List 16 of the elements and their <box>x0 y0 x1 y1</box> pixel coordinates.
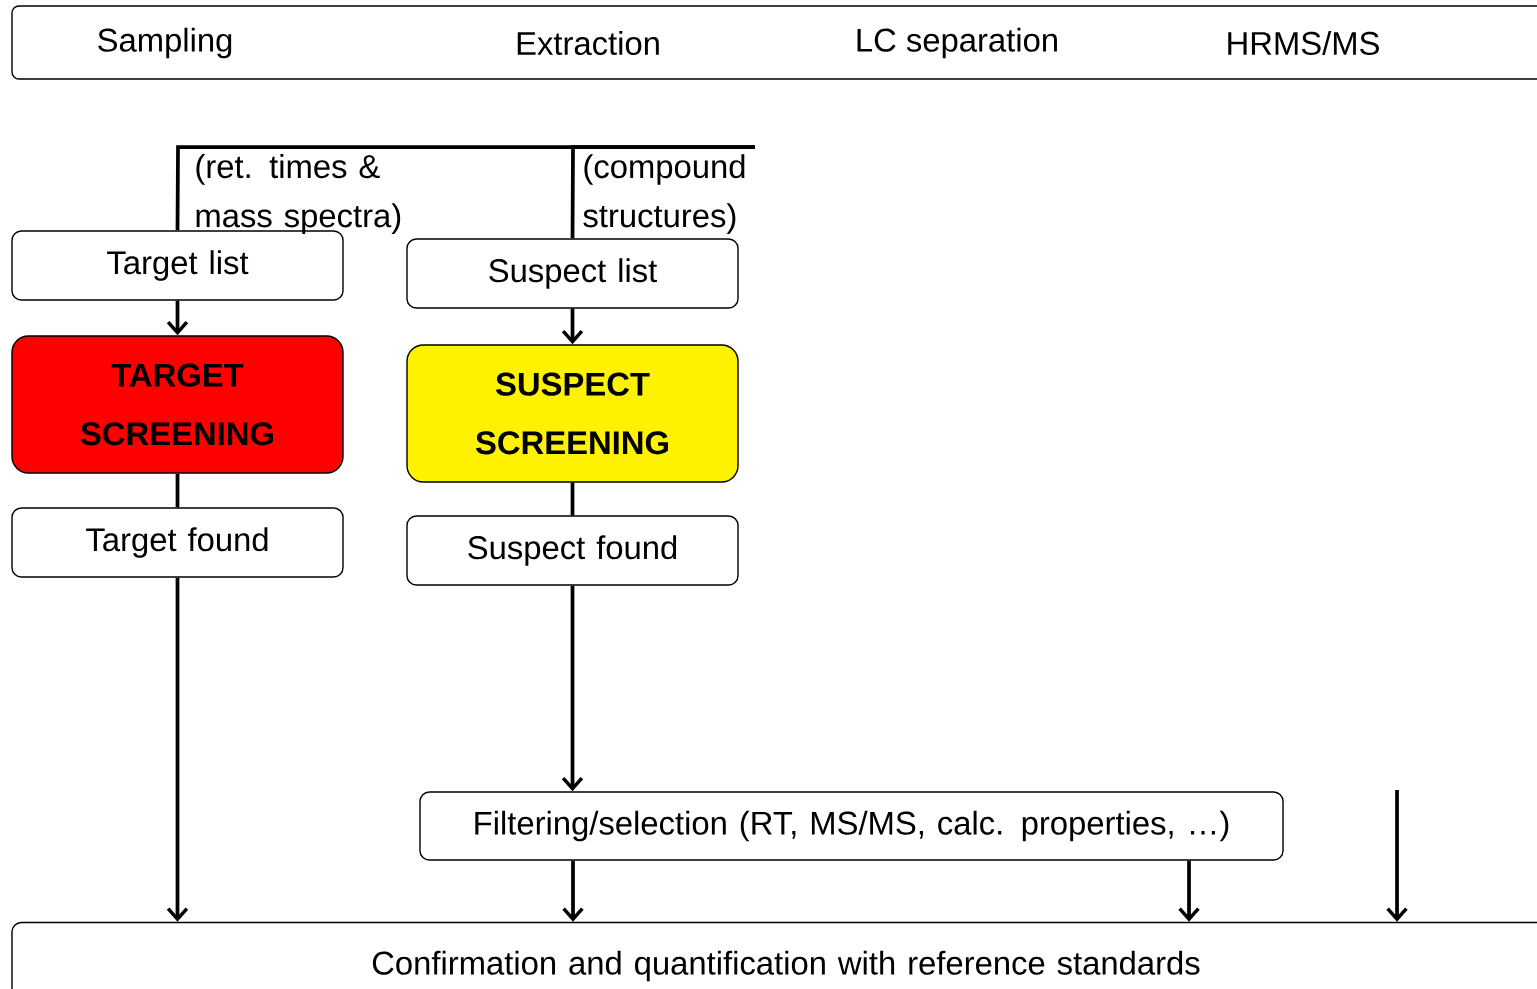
arrow <box>166 300 189 336</box>
screening-box: SUSPECT SCREENING <box>406 344 739 483</box>
process-box: Confirmation and quantification with reference standards <box>11 921 1537 989</box>
arrow <box>1178 860 1200 922</box>
process-box: Suspect found <box>406 515 739 586</box>
process-box: Target found <box>11 507 344 578</box>
process-box: Filtering/selection (RT, MS/MS, calc. properties, …) <box>419 791 1284 861</box>
arrow <box>166 577 189 922</box>
arrow <box>561 308 584 345</box>
arrow <box>561 585 584 792</box>
screening-box: TARGET SCREENING <box>11 335 344 474</box>
edge-label: (compound structures) <box>583 154 745 234</box>
arrow <box>562 860 584 922</box>
arrow <box>1386 790 1408 922</box>
stage-band: Sampling Extraction LC separation HRMS/MS <box>11 5 1537 80</box>
process-box: Suspect list <box>406 238 739 309</box>
